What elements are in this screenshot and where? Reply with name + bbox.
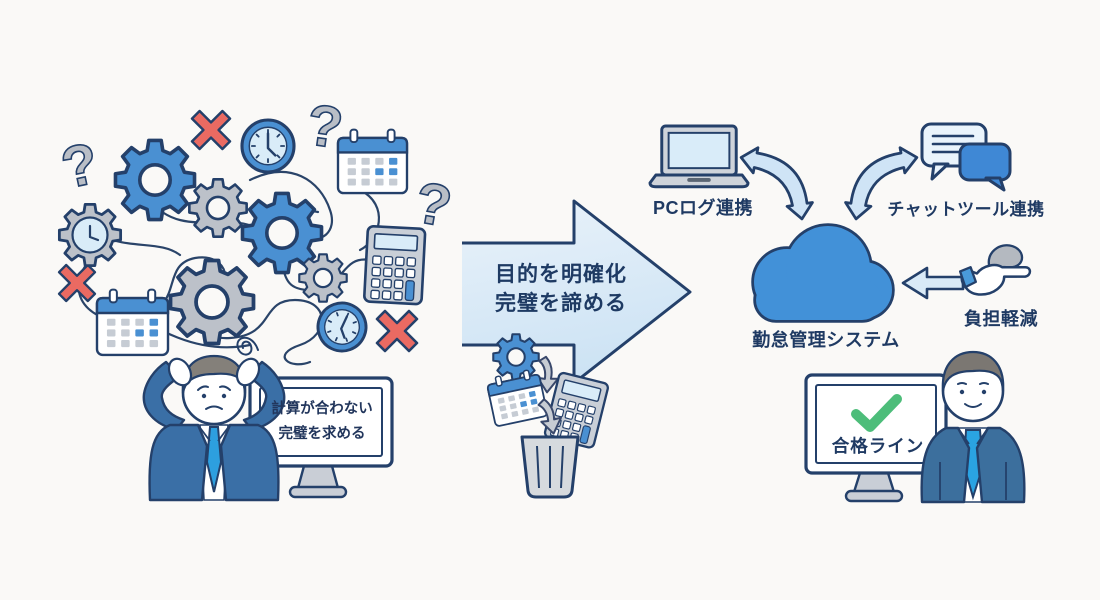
- scribble-icon: [236, 336, 259, 356]
- discarded-gear-icon: [492, 333, 540, 381]
- chat-tool-label: チャットツール連携: [887, 200, 1045, 219]
- x-mark-icon: [375, 309, 419, 353]
- transition-arrow-line1: 目的を明確化: [495, 263, 627, 286]
- cloud-icon: [751, 223, 895, 323]
- burden-reduction-label: 負担軽減: [964, 309, 1038, 329]
- businessman: [920, 350, 1026, 504]
- transition-arrow-line2: 完璧を諦める: [495, 291, 627, 315]
- calendar-icon: [336, 128, 409, 195]
- problem-monitor-text: 計算が合わない 完璧を求める: [262, 397, 382, 448]
- monitor-problem: [248, 376, 394, 499]
- calendar-icon: [95, 288, 170, 357]
- pc-log-label: PCログ連携: [652, 198, 754, 218]
- question-mark-icon: [55, 129, 105, 203]
- problem-monitor-line2: 完璧を求める: [278, 426, 366, 443]
- cloud-system-label: 勤怠管理システム: [752, 330, 900, 350]
- clock-icon: [240, 118, 296, 174]
- left-arrow-icon: [901, 266, 965, 300]
- laptop-icon: [648, 124, 750, 189]
- checkmark-icon: [851, 394, 902, 432]
- chat-bubbles-icon: [920, 122, 1012, 192]
- calculator-icon: [362, 224, 427, 306]
- hand-icon: [958, 244, 1032, 296]
- stressed-man: [142, 336, 286, 502]
- gear-clock-icon: [57, 202, 123, 268]
- trash-can-icon: [520, 435, 580, 499]
- gear-icon: [188, 178, 248, 238]
- gear-icon: [168, 258, 256, 346]
- problem-monitor-line1: 計算が合わない: [271, 401, 373, 417]
- x-mark-icon: [57, 263, 97, 303]
- clock-icon: [308, 293, 376, 361]
- monitor-pass: [804, 373, 948, 503]
- pass-line-label: 合格ライン: [831, 436, 925, 456]
- gear-icon: [298, 253, 348, 303]
- transition-arrow-text: 目的を明確化 完璧を諦める: [481, 261, 641, 319]
- gear-icon: [113, 138, 197, 222]
- x-mark-icon: [190, 109, 232, 151]
